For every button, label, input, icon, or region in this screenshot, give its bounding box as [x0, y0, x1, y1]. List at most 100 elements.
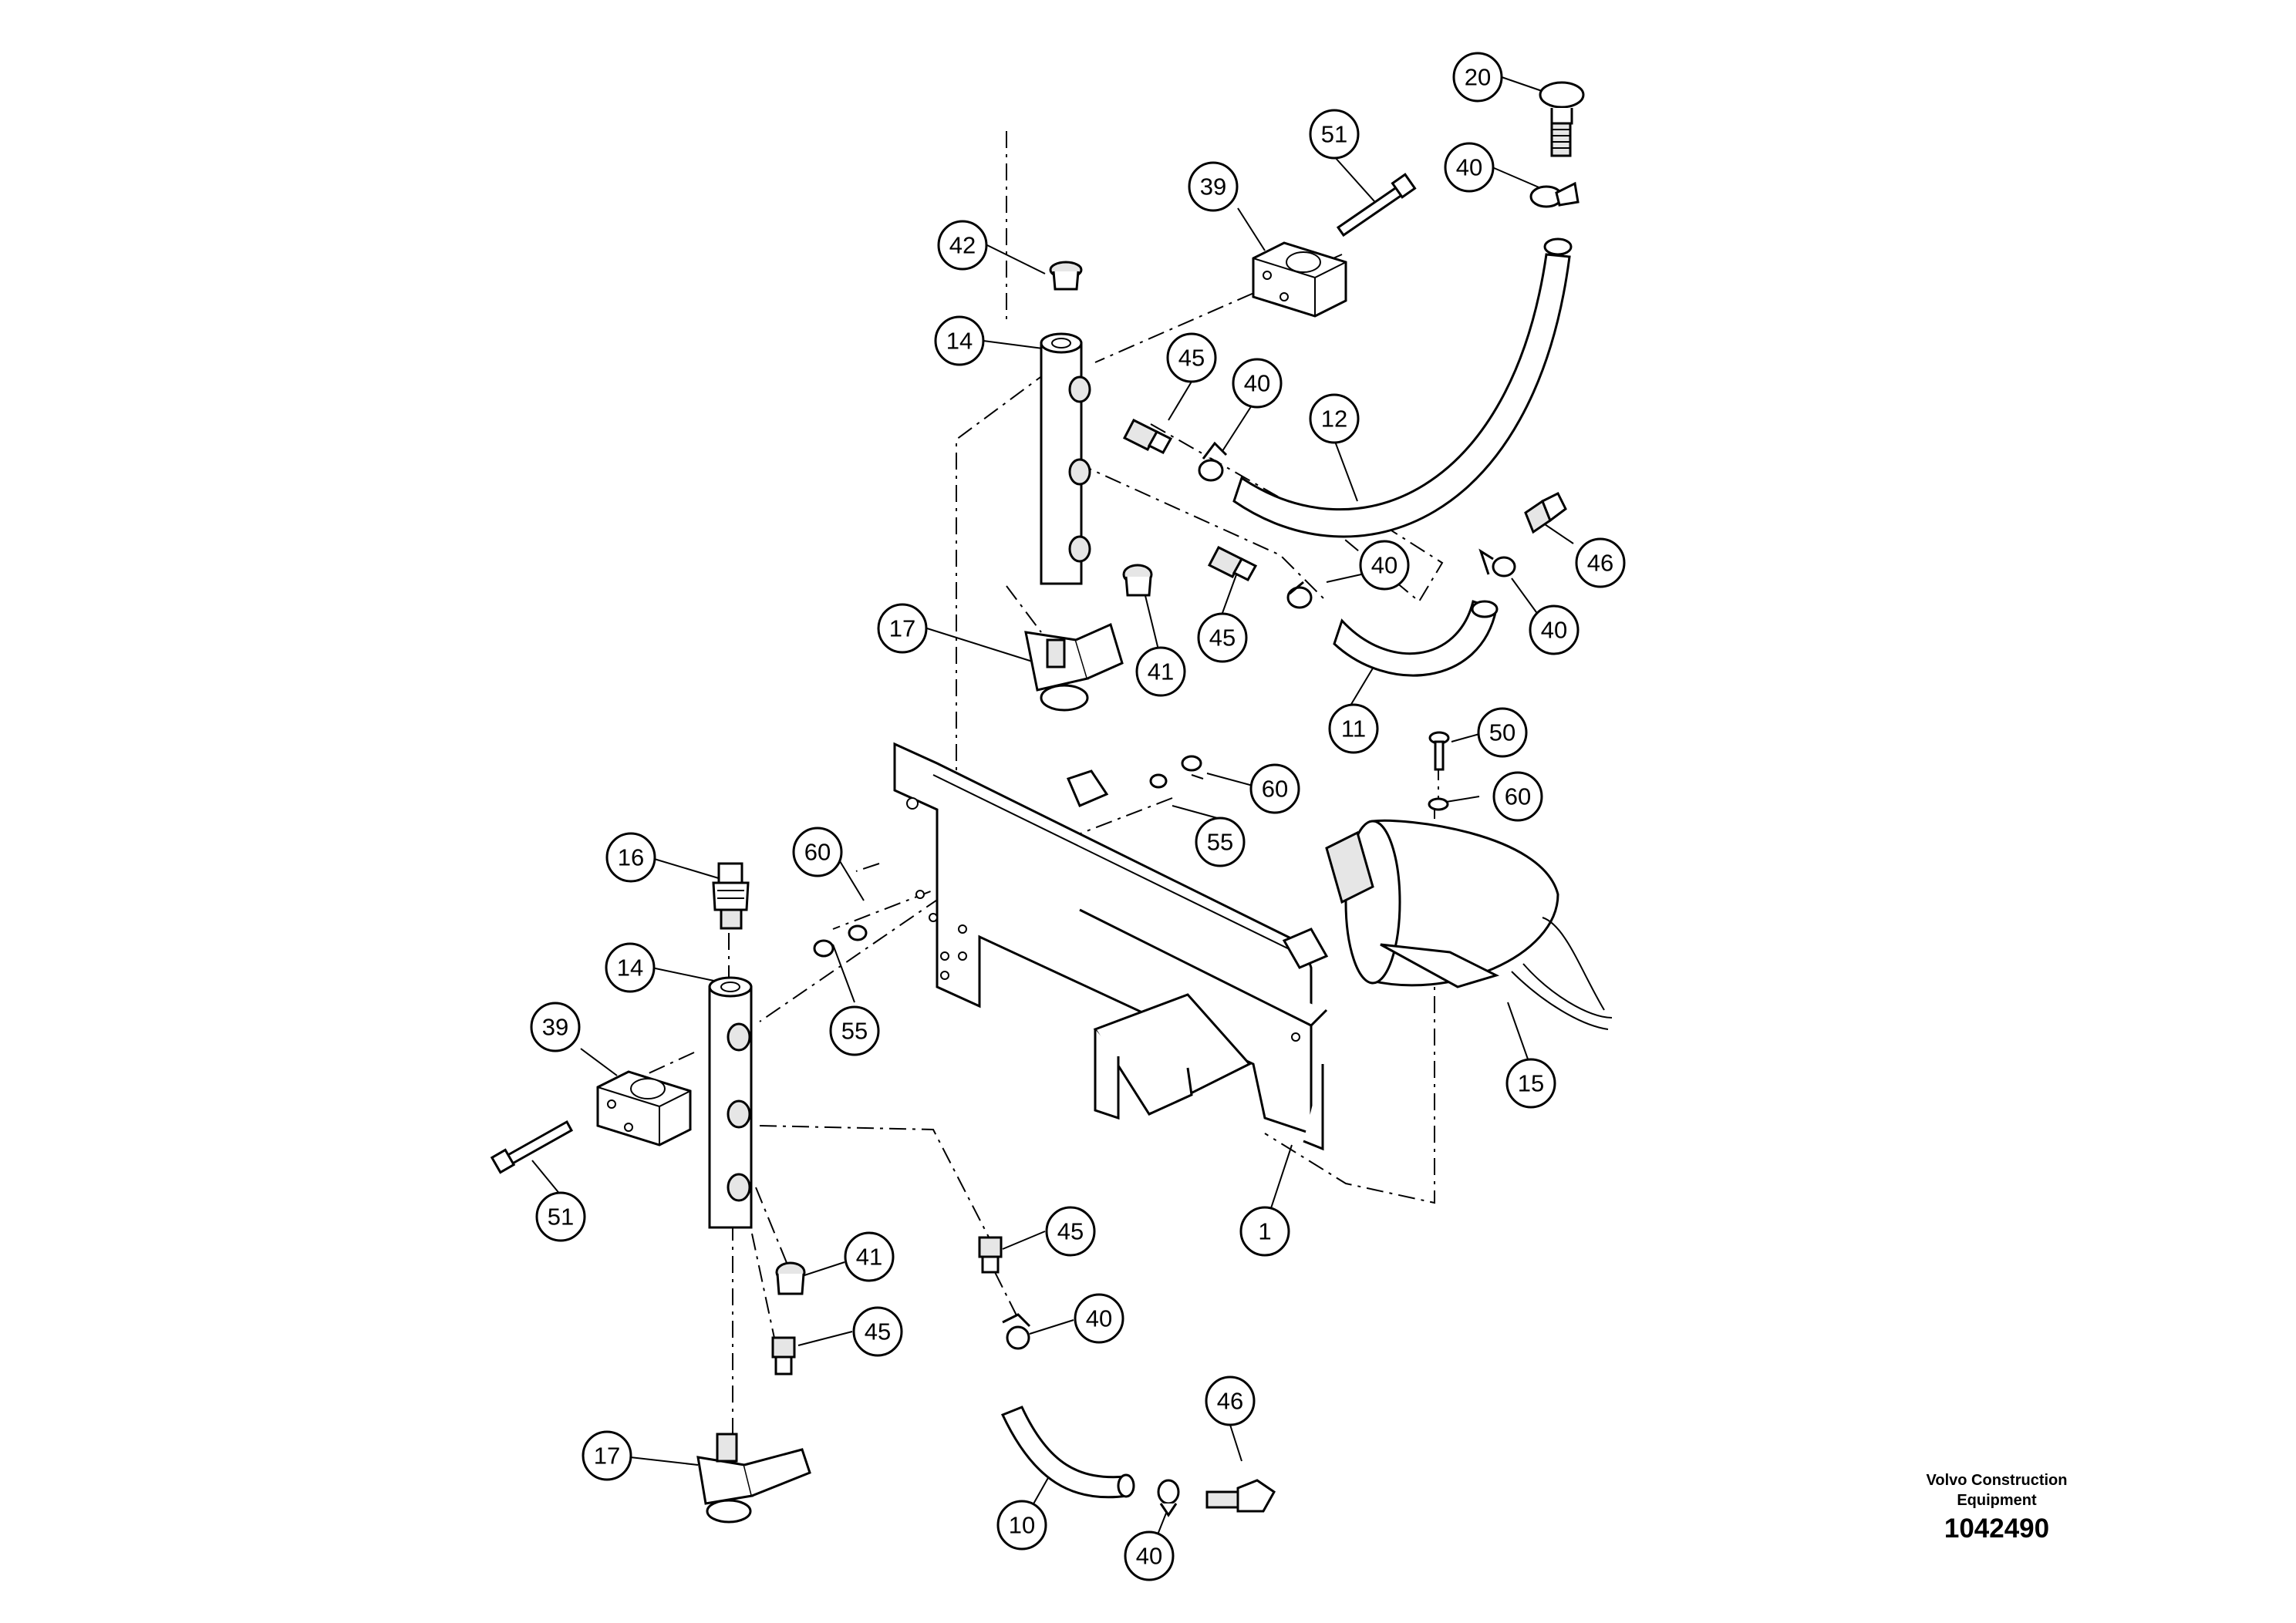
callout-45-b: 45 — [1197, 612, 1248, 663]
part-45-nipple-c — [978, 1236, 1003, 1274]
callout-45-c: 45 — [1045, 1206, 1096, 1257]
svg-text:20: 20 — [1465, 64, 1491, 91]
part-60-washer-b — [1428, 797, 1449, 811]
part-16-sensor — [712, 862, 750, 930]
callout-40-c: 40 — [1529, 604, 1580, 655]
svg-text:17: 17 — [889, 615, 915, 642]
callout-45-d: 45 — [852, 1306, 903, 1357]
callout-40-d: 40 — [1359, 540, 1410, 591]
svg-text:40: 40 — [1136, 1543, 1162, 1570]
callout-46-b: 46 — [1205, 1376, 1256, 1426]
callout-46-a: 46 — [1575, 537, 1626, 588]
svg-text:40: 40 — [1456, 154, 1482, 181]
part-14-manifold-top — [1040, 332, 1091, 585]
part-17-valve-top — [1024, 622, 1124, 712]
part-41-plug-top — [1122, 564, 1153, 597]
callout-42: 42 — [937, 220, 988, 271]
part-20-fitting — [1539, 81, 1585, 157]
callout-39-bot: 39 — [530, 1002, 581, 1052]
svg-text:50: 50 — [1489, 719, 1515, 746]
callout-60-a: 55 — [1195, 817, 1246, 867]
callout-41-bot: 41 — [844, 1231, 895, 1282]
callout-40-f: 40 — [1124, 1530, 1175, 1581]
callout-39-top: 39 — [1188, 161, 1239, 212]
svg-text:51: 51 — [1321, 121, 1347, 148]
callout-14-top: 14 — [934, 315, 985, 366]
svg-text:46: 46 — [1587, 550, 1613, 577]
part-1-bracket — [893, 742, 1329, 1151]
part-40-clamp-c — [1478, 548, 1516, 577]
callout-1: 1 — [1239, 1206, 1290, 1257]
svg-text:39: 39 — [1200, 173, 1226, 200]
part-55-nut-b — [813, 939, 834, 958]
callout-17-bot: 17 — [582, 1430, 632, 1481]
svg-text:45: 45 — [865, 1318, 891, 1345]
part-60-washer-c — [848, 924, 868, 941]
company-line-2: Equipment — [1957, 1492, 2037, 1509]
svg-text:16: 16 — [618, 844, 644, 871]
part-45-nipple-a — [1122, 418, 1173, 454]
svg-text:40: 40 — [1541, 617, 1567, 644]
part-50-screw — [1428, 731, 1450, 771]
svg-text:45: 45 — [1057, 1218, 1084, 1245]
svg-text:17: 17 — [594, 1443, 620, 1470]
callout-14-bot: 14 — [605, 942, 656, 993]
callout-12: 12 — [1309, 393, 1360, 444]
svg-text:45: 45 — [1178, 345, 1205, 372]
part-41-plug-bot — [775, 1261, 806, 1295]
callout-40-a: 40 — [1444, 142, 1495, 193]
callout-50: 50 — [1477, 707, 1528, 758]
callout-60-c: 60 — [792, 827, 843, 877]
svg-text:41: 41 — [1148, 658, 1174, 685]
svg-text:14: 14 — [946, 328, 973, 355]
svg-text:42: 42 — [949, 232, 976, 259]
svg-text:10: 10 — [1009, 1512, 1035, 1539]
part-46-elbow-a — [1524, 491, 1567, 534]
svg-text:40: 40 — [1244, 370, 1270, 397]
callout-55-a: 60 — [1249, 763, 1300, 814]
svg-text:51: 51 — [548, 1204, 574, 1231]
callout-bubbles: 20 51 40 39 42 14 45 40 12 46 40 40 45 1… — [530, 52, 1626, 1581]
part-60-washer-a — [1149, 773, 1168, 789]
leader-lines — [531, 76, 1574, 1557]
part-11-hose — [1333, 600, 1499, 677]
company-name: Volvo Construction Equipment — [1896, 1470, 2097, 1510]
svg-text:14: 14 — [617, 955, 643, 982]
callout-10: 10 — [996, 1500, 1047, 1551]
part-46-elbow-b — [1205, 1479, 1276, 1513]
part-40-clamp-f — [1157, 1479, 1180, 1517]
document-number: 1042490 — [1944, 1514, 2050, 1544]
part-42-plug — [1049, 261, 1083, 291]
callout-51-bot: 51 — [535, 1191, 586, 1242]
callout-20: 20 — [1452, 52, 1503, 103]
callout-16: 16 — [605, 832, 656, 883]
part-12-hose — [1232, 237, 1573, 538]
callout-45-a: 45 — [1166, 332, 1217, 383]
part-39-block-top — [1252, 241, 1347, 318]
part-40-clamp-b — [1198, 441, 1228, 482]
part-51-bolt-bot — [490, 1120, 574, 1174]
part-17-valve-bot — [696, 1433, 811, 1524]
part-40-clamp-d — [1286, 581, 1313, 609]
svg-text:41: 41 — [856, 1244, 882, 1271]
svg-text:40: 40 — [1086, 1305, 1112, 1332]
part-10-hose — [1000, 1406, 1135, 1499]
company-line-1: Volvo Construction — [1926, 1472, 2068, 1489]
svg-text:11: 11 — [1341, 716, 1366, 742]
callout-55-b: 55 — [829, 1005, 880, 1056]
callout-15: 15 — [1505, 1058, 1556, 1109]
svg-text:15: 15 — [1518, 1070, 1544, 1097]
svg-text:45: 45 — [1209, 625, 1236, 652]
callout-41-top: 41 — [1135, 646, 1186, 697]
part-51-bolt-top — [1336, 173, 1417, 237]
part-45-nipple-b — [1207, 545, 1258, 581]
svg-text:55: 55 — [841, 1018, 868, 1045]
part-14-manifold-bot — [708, 976, 753, 1229]
svg-text:46: 46 — [1217, 1388, 1243, 1415]
callout-60-b: 60 — [1492, 771, 1543, 822]
part-39-block-bot — [596, 1070, 692, 1147]
svg-text:55: 55 — [1207, 829, 1233, 856]
callout-40-e: 40 — [1074, 1293, 1124, 1344]
callout-40-b: 40 — [1232, 358, 1283, 409]
